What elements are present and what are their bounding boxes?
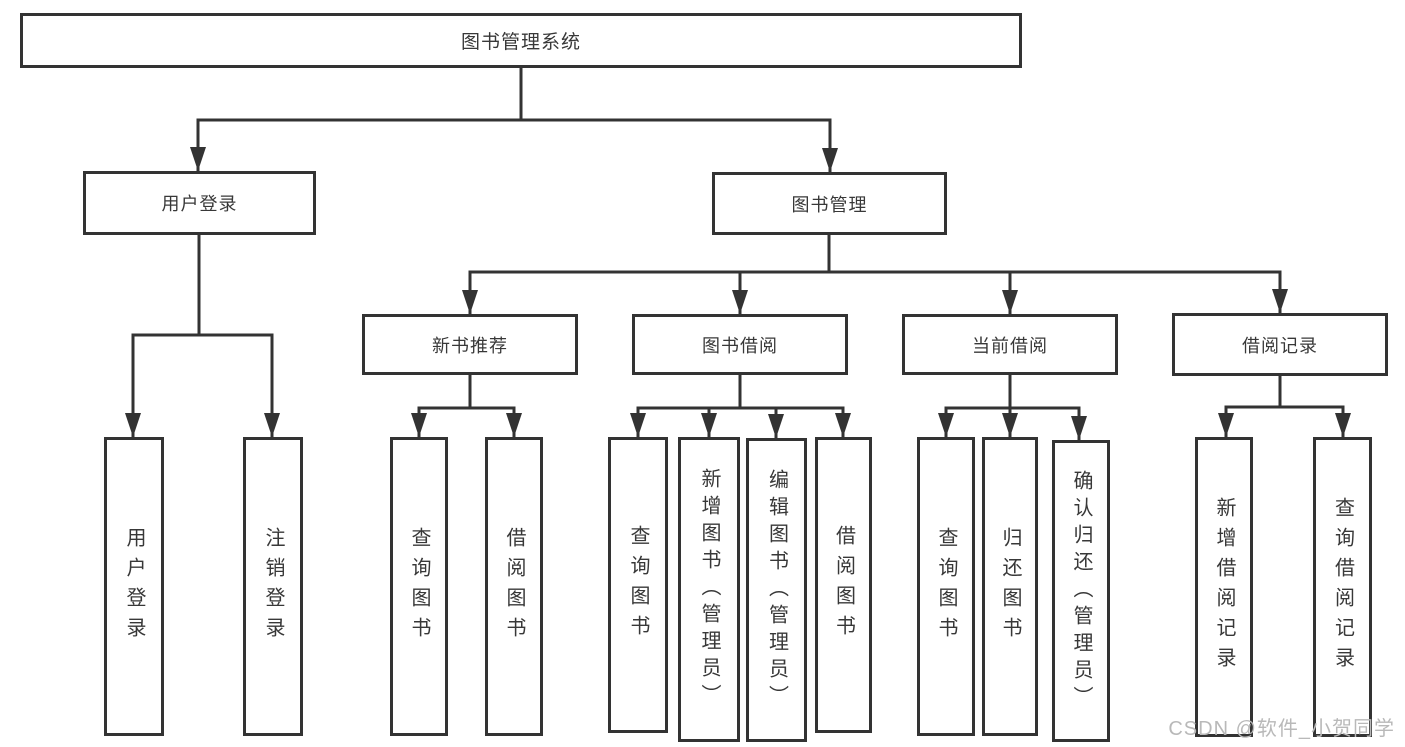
node-current-borrow: 当前借阅 [902, 314, 1118, 375]
node-add-borrow-record: 新增借阅记录 [1195, 437, 1253, 737]
node-user-login-action-label: 用户登录 [123, 526, 145, 647]
node-query-book-recommend-label: 查询图书 [408, 526, 430, 647]
node-logout-action: 注销登录 [243, 437, 303, 736]
node-confirm-return-admin: 确认归还（管理员） [1052, 440, 1110, 742]
node-add-borrow-record-label: 新增借阅记录 [1213, 497, 1235, 677]
node-return-book: 归还图书 [982, 437, 1038, 736]
node-query-book-current-label: 查询图书 [935, 526, 957, 647]
node-book-management: 图书管理 [712, 172, 947, 235]
node-edit-book-admin: 编辑图书（管理员） [746, 438, 807, 742]
node-add-book-admin: 新增图书（管理员） [678, 437, 740, 742]
node-user-login-action: 用户登录 [104, 437, 164, 736]
node-confirm-return-admin-label: 确认归还（管理员） [1070, 469, 1092, 713]
node-query-book-recommend: 查询图书 [390, 437, 448, 736]
node-new-book-recommend-label: 新书推荐 [432, 335, 508, 356]
node-book-borrow: 图书借阅 [632, 314, 848, 375]
node-return-book-label: 归还图书 [999, 526, 1021, 647]
node-borrow-record-label: 借阅记录 [1242, 335, 1318, 356]
node-borrow-book-action: 借阅图书 [815, 437, 872, 733]
node-query-book-borrow-label: 查询图书 [627, 525, 649, 645]
node-borrow-book-action-label: 借阅图书 [832, 525, 855, 645]
node-current-borrow-label: 当前借阅 [972, 335, 1048, 356]
node-edit-book-admin-label: 编辑图书（管理员） [765, 468, 788, 712]
csdn-watermark: CSDN @软件_小贺同学 [1168, 718, 1395, 740]
node-query-borrow-record: 查询借阅记录 [1313, 437, 1372, 737]
node-library-system: 图书管理系统 [20, 13, 1022, 68]
node-query-borrow-record-label: 查询借阅记录 [1331, 497, 1354, 677]
node-query-book-borrow: 查询图书 [608, 437, 668, 733]
node-borrow-book-recommend-label: 借阅图书 [503, 526, 525, 647]
node-user-login: 用户登录 [83, 171, 316, 235]
node-library-system-label: 图书管理系统 [460, 32, 581, 53]
node-query-book-current: 查询图书 [917, 437, 975, 736]
node-book-management-label: 图书管理 [791, 194, 868, 215]
node-user-login-label: 用户登录 [161, 194, 238, 214]
node-logout-action-label: 注销登录 [262, 526, 284, 647]
node-new-book-recommend: 新书推荐 [362, 314, 578, 375]
node-add-book-admin-label: 新增图书（管理员） [698, 468, 720, 711]
node-borrow-book-recommend: 借阅图书 [485, 437, 543, 736]
node-borrow-record: 借阅记录 [1172, 313, 1388, 376]
node-book-borrow-label: 图书借阅 [702, 335, 778, 356]
